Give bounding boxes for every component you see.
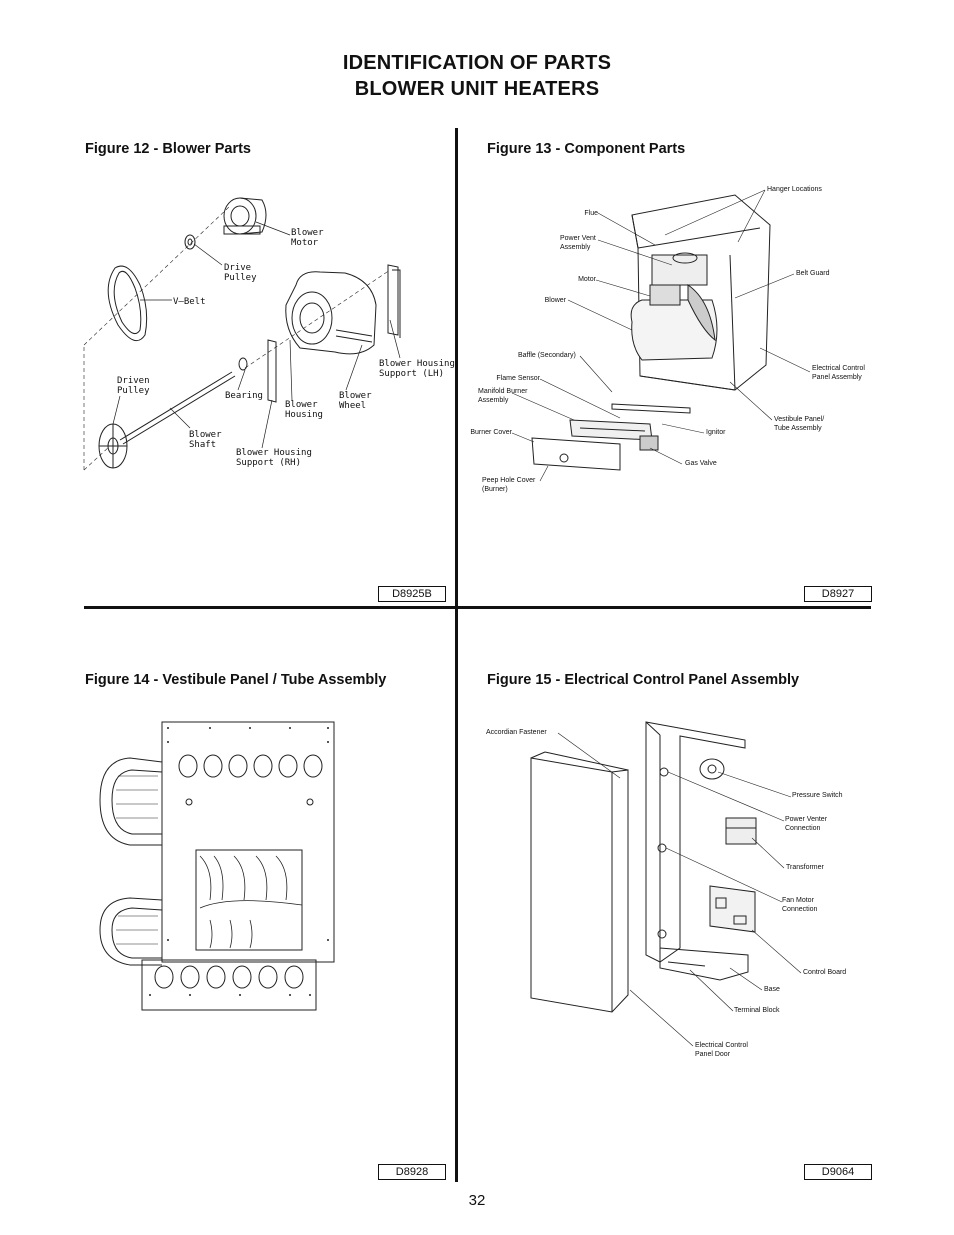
- figure-14-title: Figure 14 - Vestibule Panel / Tube Assem…: [85, 672, 387, 688]
- label-burner-cover: Burner Cover: [470, 429, 512, 436]
- label-terminal-block: Terminal Block: [734, 1007, 780, 1014]
- label-flue: Flue: [584, 210, 598, 217]
- label-baffle: Baffle (Secondary): [518, 352, 576, 359]
- label-gas-valve: Gas Valve: [685, 460, 717, 467]
- label-hanger-locations: Hanger Locations: [767, 186, 822, 193]
- figure-15-title: Figure 15 - Electrical Control Panel Ass…: [487, 672, 800, 688]
- label-transformer: Transformer: [786, 864, 824, 871]
- label-ignitor: Ignitor: [706, 429, 726, 436]
- figure-15-code: D9064: [804, 1164, 872, 1180]
- label-belt-guard: Belt Guard: [796, 270, 830, 277]
- figure-12-title: Figure 12 - Blower Parts: [85, 141, 251, 157]
- label-v-belt: V–Belt: [173, 297, 206, 307]
- vertical-divider: [455, 128, 458, 1182]
- label-peep-hole-cover: Peep Hole Cover(Burner): [482, 477, 536, 493]
- page-title-line1: IDENTIFICATION OF PARTS: [342, 52, 612, 74]
- label-vestibule-panel: Vestibule Panel/Tube Assembly: [774, 416, 825, 432]
- figure-12-code: D8925B: [378, 586, 446, 602]
- page-number: 32: [468, 1192, 486, 1209]
- label-blower: Blower: [544, 297, 566, 304]
- label-flame-sensor: Flame Sensor: [496, 375, 540, 382]
- label-bearing: Bearing: [225, 391, 263, 401]
- label-control-board: Control Board: [803, 969, 847, 976]
- figure-13-code: D8927: [804, 586, 872, 602]
- label-motor: Motor: [578, 276, 596, 283]
- horizontal-divider: [84, 606, 871, 609]
- figure-13-title: Figure 13 - Component Parts: [487, 141, 686, 157]
- page-title-line2: BLOWER UNIT HEATERS: [354, 78, 600, 100]
- figure-14-code: D8928: [378, 1164, 446, 1180]
- label-pressure-switch: Pressure Switch: [792, 792, 843, 799]
- label-base: Base: [764, 986, 780, 993]
- label-accordian-fastener: Accordian Fastener: [486, 729, 547, 736]
